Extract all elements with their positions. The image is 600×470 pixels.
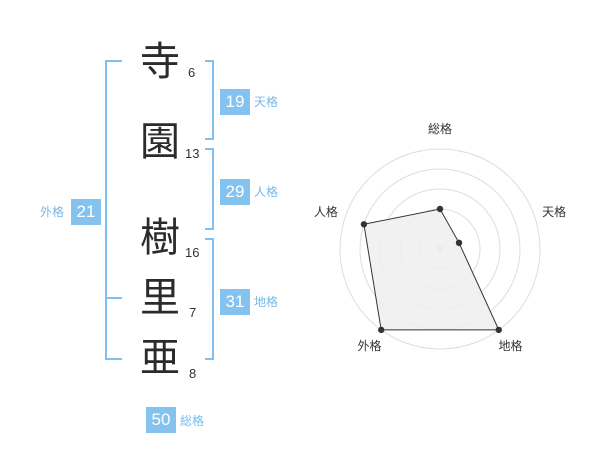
radar-axis-label-1: 総格 <box>428 121 452 136</box>
stroke-count-1: 6 <box>188 65 196 80</box>
jinkaku-value-badge: 29 <box>220 179 250 205</box>
stroke-count-5: 8 <box>189 366 197 381</box>
soukaku-label: 総格 <box>180 414 205 428</box>
radar-axis-label-5: 人格 <box>314 204 338 219</box>
name-char-5: 亜 <box>140 335 180 381</box>
name-char-1: 寺 <box>140 39 180 85</box>
stroke-count-2: 13 <box>185 146 200 161</box>
name-char-2: 園 <box>140 119 180 165</box>
radar-ring <box>339 148 541 350</box>
chikaku-label: 地格 <box>254 295 279 309</box>
radar-point-4 <box>378 326 385 334</box>
radar-axis-label-4: 外格 <box>357 338 381 353</box>
tenkaku-value-badge: 19 <box>220 89 250 115</box>
name-char-3: 樹 <box>140 215 180 261</box>
tenkaku-label: 天格 <box>254 95 279 109</box>
soukaku-value-badge: 50 <box>146 407 176 433</box>
radar-area <box>363 208 500 331</box>
radar-point-1 <box>436 205 444 213</box>
stroke-count-3: 16 <box>185 245 200 260</box>
radar-axis-label-3: 地格 <box>498 338 522 353</box>
gaikaku-label: 外格 <box>40 205 65 219</box>
gaikaku-value-badge: 21 <box>71 199 101 225</box>
radar-point-3 <box>495 326 502 334</box>
stroke-count-4: 7 <box>189 305 197 320</box>
radar-axis-label-2: 天格 <box>542 204 566 219</box>
jinkaku-label: 人格 <box>254 185 279 199</box>
radar-point-2 <box>455 239 463 247</box>
radar-point-5 <box>360 221 368 228</box>
chikaku-value-badge: 31 <box>220 289 250 315</box>
name-char-4: 里 <box>140 275 180 321</box>
